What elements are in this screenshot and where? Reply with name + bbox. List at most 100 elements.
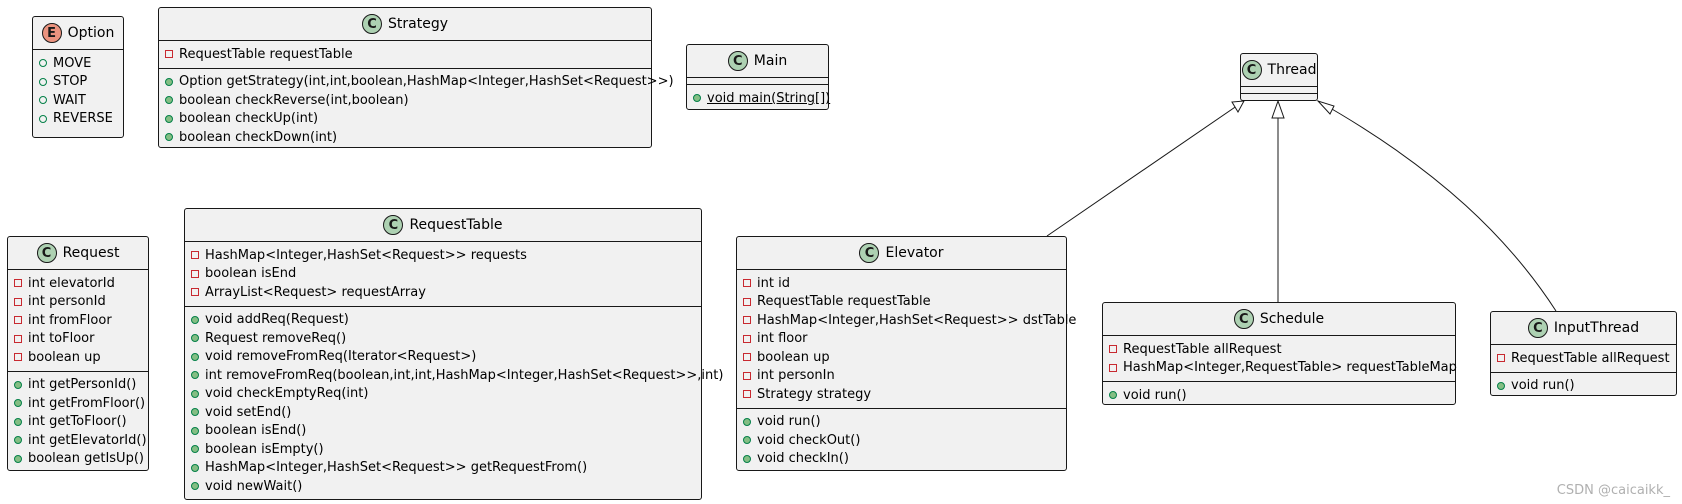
class-thread[interactable]: C Thread	[1240, 53, 1318, 101]
class-strategy[interactable]: C Strategy RequestTable requestTable Opt…	[158, 7, 674, 151]
class-option[interactable]: E Option MOVE STOP WAIT REVERSE	[32, 16, 124, 138]
class-name: RequestTable	[409, 217, 503, 233]
public-icon	[39, 77, 47, 86]
methods: void run() void checkOut() void checkIn(…	[737, 407, 1066, 473]
field: RequestTable allRequest	[1109, 340, 1449, 359]
class-name: Thread	[1267, 62, 1317, 78]
method: boolean isEnd()	[191, 422, 695, 441]
private-icon	[1497, 354, 1505, 363]
public-icon	[743, 454, 751, 463]
public-icon	[14, 380, 22, 389]
method: void addReq(Request)	[191, 311, 695, 330]
public-icon	[1497, 381, 1505, 390]
private-icon	[14, 316, 22, 325]
fields: RequestTable allRequest HashMap<Integer,…	[1103, 336, 1457, 381]
methods: void run()	[1103, 381, 1455, 409]
method: void run()	[1497, 377, 1670, 396]
elevator-extends-thread	[1046, 100, 1245, 237]
method: boolean checkUp(int)	[165, 110, 645, 129]
class-badge-icon: C	[859, 243, 880, 263]
method: void setEnd()	[191, 403, 695, 422]
methods: Option getStrategy(int,int,boolean,HashM…	[159, 67, 674, 151]
field: int toFloor	[14, 330, 142, 349]
public-icon	[191, 315, 199, 324]
field: boolean up	[743, 348, 1060, 367]
public-icon	[39, 96, 47, 105]
method: void run()	[743, 413, 1060, 432]
public-icon	[39, 59, 47, 68]
inputthread-extends-thread	[1317, 100, 1557, 312]
class-name: Request	[62, 245, 120, 261]
class-header: C Thread	[1241, 54, 1317, 87]
class-badge-icon: C	[1241, 60, 1262, 80]
fields: int id RequestTable requestTable HashMap…	[737, 270, 1076, 408]
class-name: Main	[753, 53, 788, 69]
class-name: Option	[67, 25, 115, 41]
methods: void run()	[1491, 371, 1676, 400]
class-name: InputThread	[1553, 320, 1640, 336]
method: void checkOut()	[743, 431, 1060, 450]
public-icon	[693, 94, 701, 103]
public-icon	[191, 426, 199, 435]
private-icon	[743, 316, 751, 325]
field: int personIn	[743, 367, 1060, 386]
private-icon	[1109, 345, 1117, 354]
public-icon	[191, 482, 199, 491]
class-elevator[interactable]: C Elevator int id RequestTable requestTa…	[736, 236, 1076, 473]
field: boolean isEnd	[191, 265, 695, 284]
method: Option getStrategy(int,int,boolean,HashM…	[165, 73, 674, 92]
member: STOP	[39, 73, 117, 92]
public-icon	[743, 417, 751, 426]
method: int getElevatorId()	[14, 431, 147, 450]
public-icon	[191, 389, 199, 398]
field: boolean up	[14, 348, 142, 367]
private-icon	[743, 279, 751, 288]
class-main[interactable]: C Main void main(String[])	[686, 44, 830, 110]
fields: int elevatorId int personId int fromFloo…	[8, 270, 148, 371]
class-header: C InputThread	[1491, 312, 1676, 345]
method: boolean getIsUp()	[14, 450, 144, 469]
public-icon	[191, 445, 199, 454]
enum-constants: MOVE STOP WAIT REVERSE	[33, 50, 123, 132]
arrowhead	[1231, 100, 1245, 114]
class-schedule[interactable]: C Schedule RequestTable allRequest HashM…	[1102, 302, 1457, 405]
class-inputthread[interactable]: C InputThread RequestTable allRequest vo…	[1490, 311, 1677, 396]
private-icon	[743, 371, 751, 380]
public-icon	[191, 408, 199, 417]
field: int personId	[14, 293, 142, 312]
methods	[1241, 93, 1317, 100]
method: HashMap<Integer,HashSet<Request>> getReq…	[191, 459, 695, 478]
method: void main(String[])	[693, 89, 830, 108]
class-badge-icon: C	[383, 215, 404, 235]
private-icon	[14, 334, 22, 343]
arrowhead	[1316, 99, 1335, 115]
field: HashMap<Integer,HashSet<Request>> reques…	[191, 246, 695, 265]
methods: int getPersonId() int getFromFloor() int…	[8, 370, 148, 473]
watermark: CSDN @caicaikk_	[1556, 483, 1670, 498]
method: int removeFromReq(boolean,int,int,HashMa…	[191, 366, 723, 385]
field: RequestTable allRequest	[1497, 349, 1670, 368]
field: HashMap<Integer,RequestTable> requestTab…	[1109, 359, 1457, 378]
public-icon	[165, 114, 173, 123]
enum-badge-icon: E	[41, 23, 62, 43]
public-icon	[165, 133, 173, 142]
private-icon	[14, 353, 22, 362]
public-icon	[39, 114, 47, 123]
private-icon	[191, 269, 199, 278]
method: void checkIn()	[743, 450, 1060, 469]
class-requesttable[interactable]: C RequestTable HashMap<Integer,HashSet<R…	[184, 208, 723, 500]
class-badge-icon: C	[36, 243, 57, 263]
public-icon	[191, 371, 199, 380]
private-icon	[14, 297, 22, 306]
class-name: Schedule	[1259, 311, 1325, 327]
field: int elevatorId	[14, 274, 142, 293]
public-icon	[165, 96, 173, 105]
field: HashMap<Integer,HashSet<Request>> dstTab…	[743, 311, 1076, 330]
private-icon	[743, 353, 751, 362]
field: int id	[743, 274, 1060, 293]
class-header: C RequestTable	[185, 209, 701, 242]
class-request[interactable]: C Request int elevatorId int personId in…	[7, 236, 149, 471]
member: MOVE	[39, 54, 117, 73]
public-icon	[743, 436, 751, 445]
arrowhead	[1271, 99, 1285, 119]
